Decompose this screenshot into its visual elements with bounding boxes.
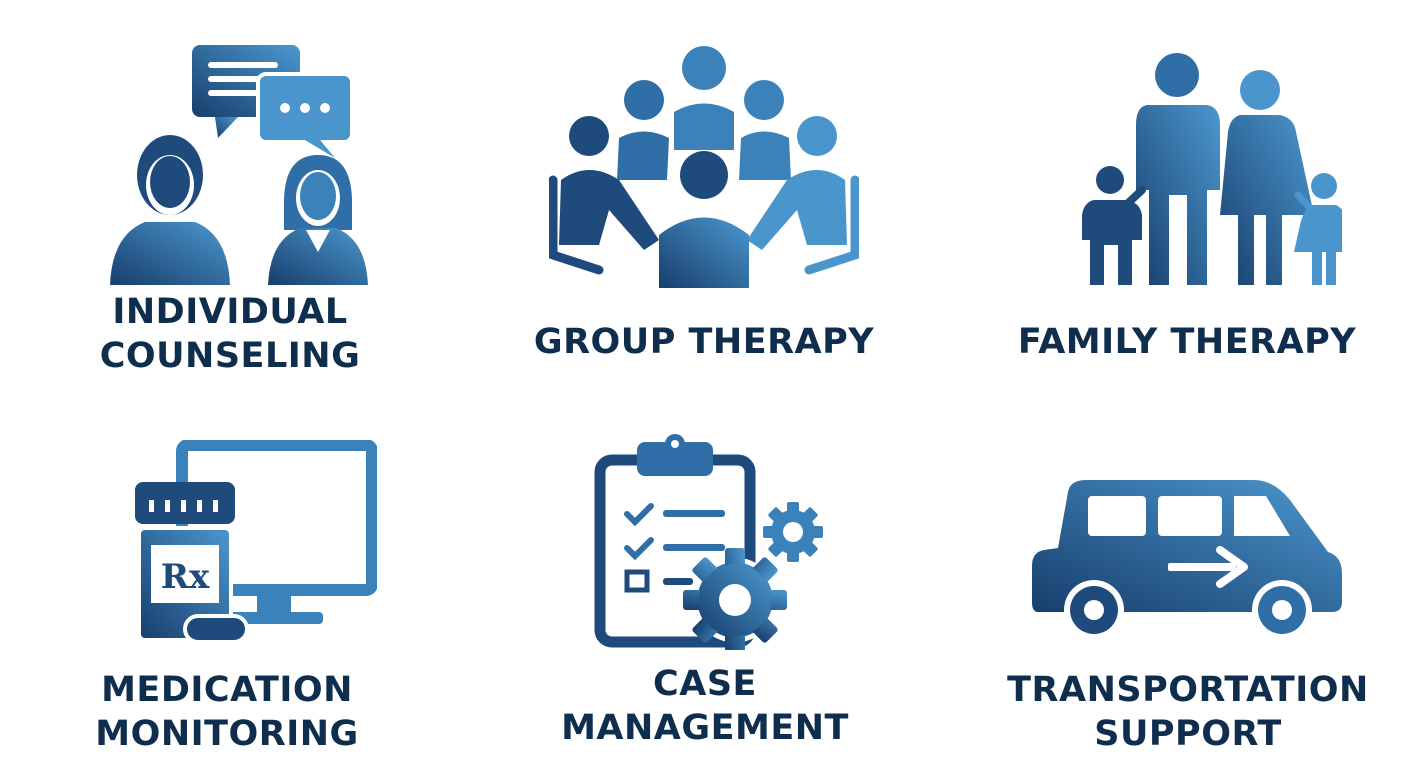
individual-counseling-icon (110, 45, 368, 285)
transportation-support-icon (1032, 480, 1342, 640)
service-case-management: CASE MANAGEMENT (505, 430, 905, 750)
service-group-therapy: GROUP THERAPY (504, 40, 904, 364)
service-label: FAMILY THERAPY (1017, 322, 1357, 362)
service-label: TRANSPORTATION SUPPORT (1007, 670, 1369, 754)
family-therapy-icon (1082, 53, 1342, 285)
svg-text:Rx: Rx (161, 557, 210, 597)
service-medication-monitoring: Rx MEDICATION MONITORING (27, 440, 427, 756)
service-label: GROUP THERAPY (533, 322, 875, 362)
service-label: CASE MANAGEMENT (561, 664, 849, 748)
medication-monitoring-icon: Rx (135, 440, 377, 644)
service-label: MEDICATION MONITORING (95, 670, 359, 754)
service-label: INDIVIDUAL COUNSELING (99, 292, 361, 376)
service-family-therapy: FAMILY THERAPY (987, 40, 1387, 364)
service-individual-counseling: INDIVIDUAL COUNSELING (30, 40, 430, 378)
case-management-icon (594, 434, 823, 650)
service-transportation-support: TRANSPORTATION SUPPORT (988, 470, 1388, 756)
group-therapy-icon (549, 46, 859, 288)
